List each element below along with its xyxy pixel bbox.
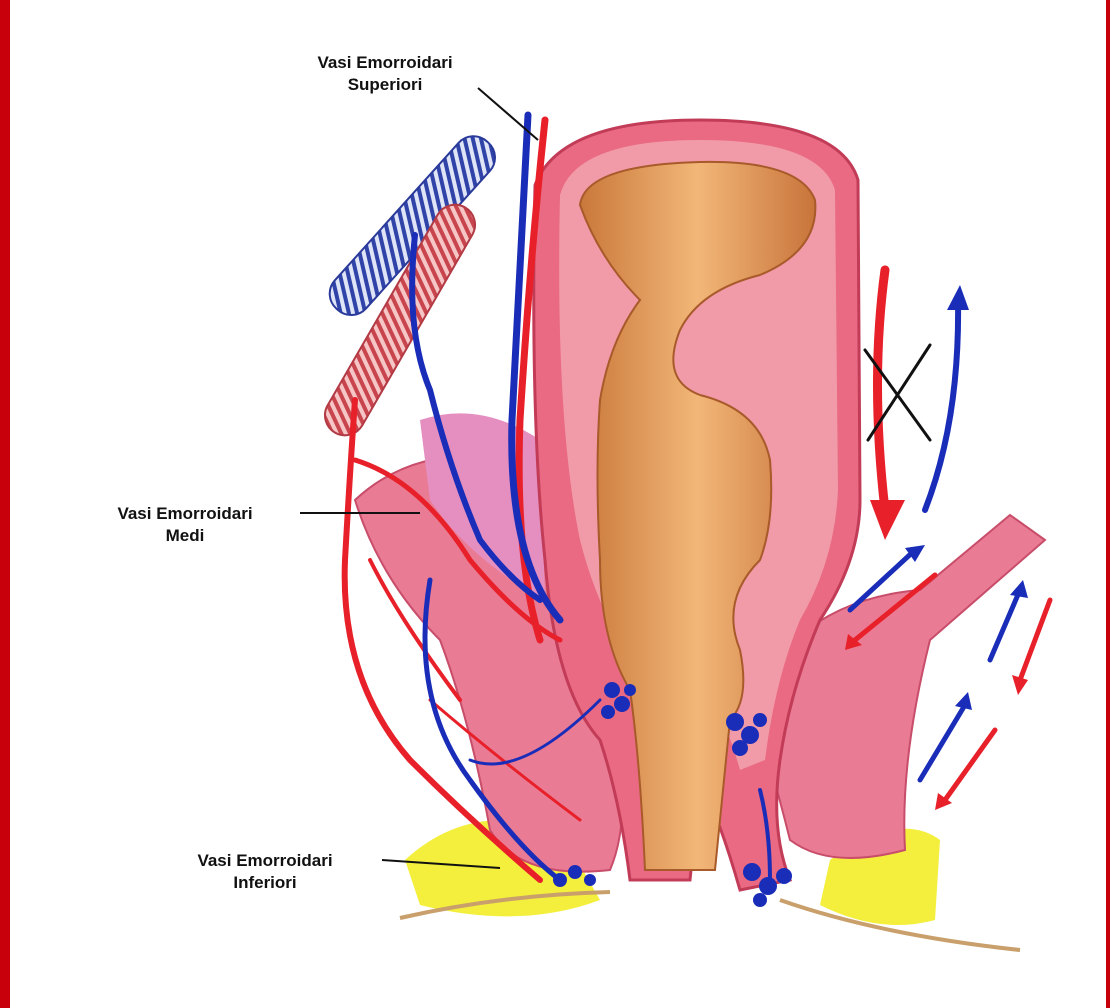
label-superior-hemorrhoidal-vessels: Vasi Emorroidari Superiori: [285, 52, 485, 96]
up-arrow-blue: [925, 300, 958, 510]
label-middle-hemorrhoidal-vessels: Vasi Emorroidari Medi: [75, 503, 295, 547]
label-inferior-hemorrhoidal-vessels: Vasi Emorroidari Inferiori: [150, 850, 380, 894]
blocked-down-arrow-red: [878, 270, 886, 510]
